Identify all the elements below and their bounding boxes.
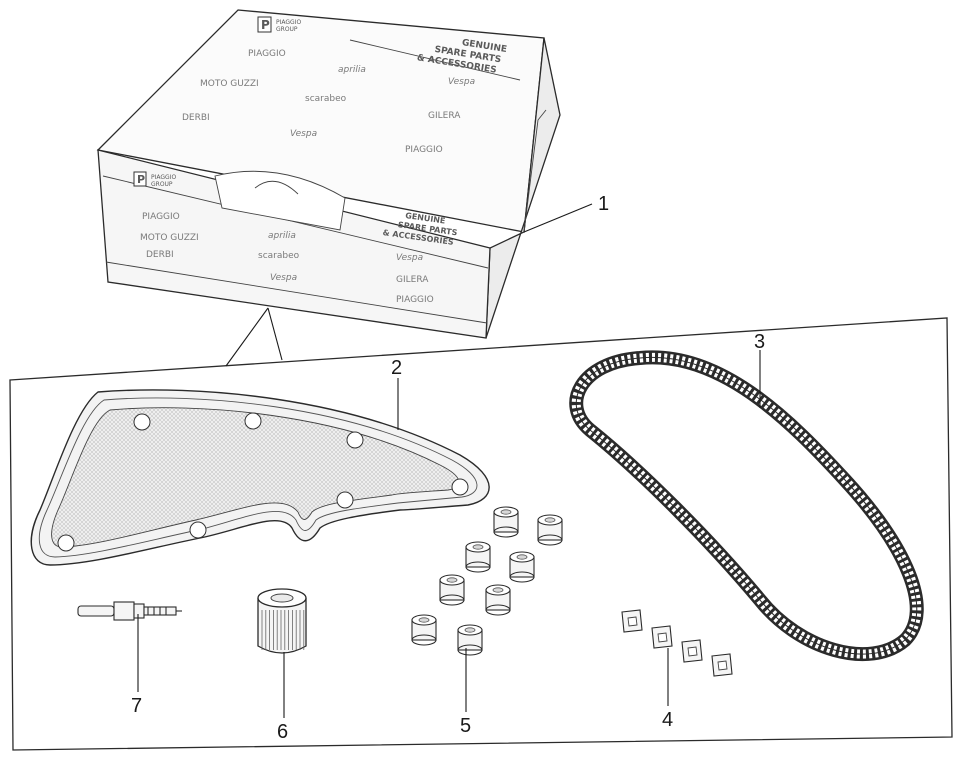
brand-logo: PIAGGIO <box>248 49 286 59</box>
brand-logo: MOTO GUZZI <box>140 233 199 243</box>
air-filter <box>30 389 490 566</box>
callout-7: 7 <box>131 695 142 717</box>
brand-logo: scarabeo <box>305 94 347 104</box>
roller <box>485 584 511 616</box>
variator-rollers <box>411 506 563 656</box>
box-connector-right <box>267 307 283 361</box>
roller <box>537 514 563 546</box>
roller <box>439 574 465 606</box>
leader-lines <box>137 203 761 718</box>
box-logo-line2: GROUP <box>276 26 298 33</box>
box-logo-letter: P <box>261 18 270 32</box>
callout-1: 1 <box>598 193 609 215</box>
brand-logo: aprilia <box>268 231 296 241</box>
brand-logo: GILERA <box>428 111 461 121</box>
box-front-logo-letter: P <box>137 173 145 186</box>
kit-contents-frame <box>9 317 953 751</box>
box-logo-line1: PIAGGIO <box>276 19 301 26</box>
roller <box>509 551 535 583</box>
brand-logo: DERBI <box>182 113 210 123</box>
drive-belt <box>569 350 924 661</box>
brand-logo: aprilia <box>338 65 366 75</box>
roller <box>411 614 437 646</box>
brand-logo: DERBI <box>146 250 174 260</box>
brand-logo: PIAGGIO <box>142 212 180 222</box>
box-front-logo-line2: GROUP <box>151 181 173 188</box>
roller <box>493 506 519 538</box>
slider <box>681 639 703 663</box>
brand-logo: Vespa <box>396 253 423 263</box>
leader-line-1 <box>523 203 593 233</box>
slider <box>621 609 643 633</box>
callout-3: 3 <box>754 331 765 353</box>
callout-6: 6 <box>277 721 288 743</box>
filter-mount-holes <box>57 412 469 552</box>
brand-logo: PIAGGIO <box>396 295 434 305</box>
brand-logo: GILERA <box>396 275 429 285</box>
brand-logo: Vespa <box>448 77 475 87</box>
callout-2: 2 <box>391 357 402 379</box>
oil-filter <box>257 588 307 654</box>
roller <box>457 624 483 656</box>
brand-logo: Vespa <box>290 129 317 139</box>
roller <box>465 541 491 573</box>
piaggio-logo-icon <box>133 171 147 187</box>
box-front-logo-line1: PIAGGIO <box>151 174 176 181</box>
slider <box>711 653 733 677</box>
piaggio-logo-icon <box>257 16 272 33</box>
brand-logo: PIAGGIO <box>405 145 443 155</box>
brand-logo: MOTO GUZZI <box>200 79 259 89</box>
kit-box: P PIAGGIO GROUP GENUINE SPARE PARTS & AC… <box>96 9 561 339</box>
slider <box>651 625 673 649</box>
spark-plug <box>77 601 182 621</box>
callout-4: 4 <box>662 709 673 731</box>
box-connector-left <box>225 307 269 367</box>
brand-logo: scarabeo <box>258 251 300 261</box>
callout-5: 5 <box>460 715 471 737</box>
variator-sliders <box>621 609 733 677</box>
brand-logo: Vespa <box>270 273 297 283</box>
